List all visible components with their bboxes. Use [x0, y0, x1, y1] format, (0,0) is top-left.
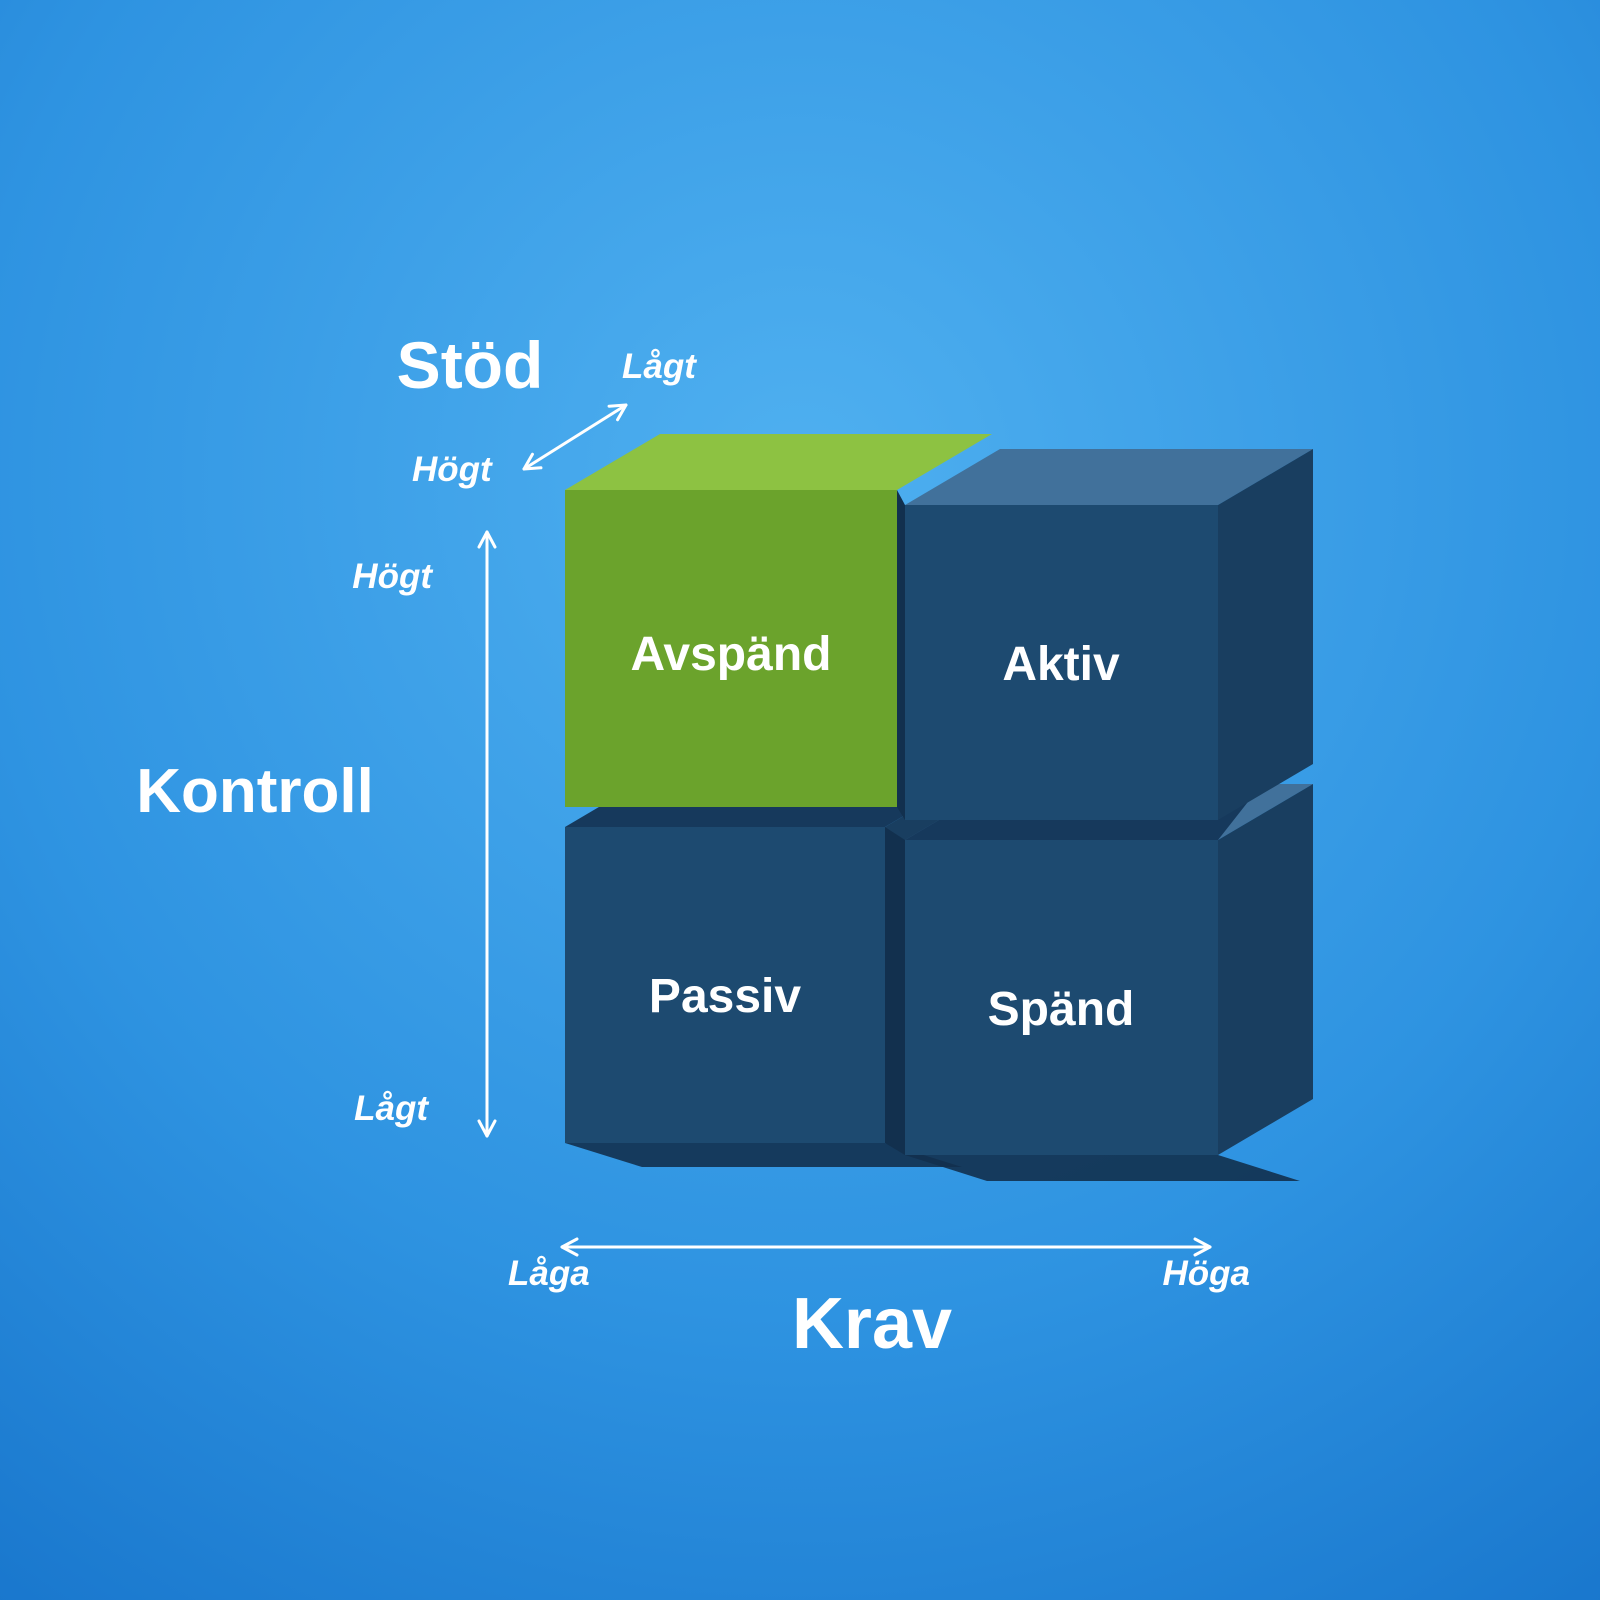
control-axis: Högt Kontroll Lågt	[136, 530, 497, 1138]
demands-axis-title: Krav	[792, 1284, 952, 1364]
support-axis-low-label: Lågt	[622, 347, 697, 386]
support-axis-arrow	[522, 403, 628, 471]
spand-label: Spänd	[988, 983, 1135, 1036]
bottom-row-gap	[885, 827, 905, 1155]
aktiv-cube-right-face	[1218, 449, 1313, 820]
support-axis-title: Stöd	[397, 328, 544, 402]
control-axis-low-label: Lågt	[354, 1089, 429, 1128]
passiv-cube-front-face	[565, 827, 885, 1143]
avspand-cube-front-face	[565, 490, 897, 807]
control-axis-title: Kontroll	[136, 757, 374, 826]
control-axis-high-label: Högt	[352, 557, 433, 596]
support-axis-high-label: Högt	[412, 450, 493, 489]
support-axis: Stöd Lågt Högt	[397, 328, 698, 489]
avspand-cube-top-face	[565, 434, 992, 490]
quadrant-spand-cube: Spänd	[905, 784, 1313, 1181]
aktiv-label: Aktiv	[1002, 638, 1120, 691]
spand-cube-front-face	[905, 840, 1218, 1155]
aktiv-cube-top-face	[905, 449, 1313, 505]
passiv-cube-shadow	[565, 1143, 962, 1167]
spand-cube-shadow	[905, 1155, 1300, 1181]
spand-cube-right-face	[1218, 784, 1313, 1155]
avspand-label: Avspänd	[631, 628, 832, 681]
aktiv-cube-front-face	[905, 505, 1218, 820]
quadrant-aktiv-cube: Aktiv	[905, 449, 1313, 820]
quadrant-avspand-cube: Avspänd	[565, 434, 992, 807]
demands-axis-low-label: Låga	[508, 1254, 590, 1293]
demands-axis: Låga Höga Krav	[508, 1237, 1251, 1364]
passiv-label: Passiv	[649, 970, 801, 1023]
top-row-gap	[897, 490, 905, 820]
demands-axis-high-label: Höga	[1163, 1254, 1251, 1293]
